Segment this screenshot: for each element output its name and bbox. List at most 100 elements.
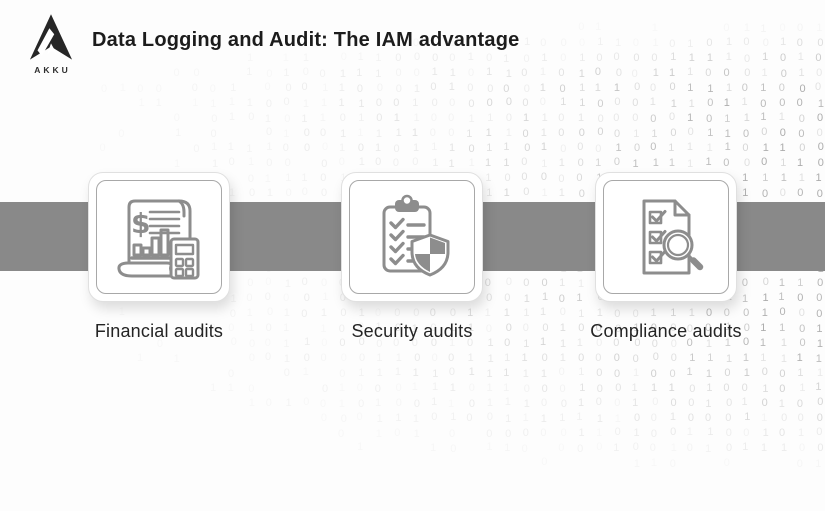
binary-digit: 1 xyxy=(484,306,491,319)
binary-digit: 0 xyxy=(339,368,345,380)
binary-digit: 1 xyxy=(633,427,640,440)
binary-digit: 0 xyxy=(723,307,730,320)
binary-digit: 0 xyxy=(541,382,548,395)
binary-digit: 1 xyxy=(486,66,493,79)
binary-digit: 1 xyxy=(671,442,677,454)
binary-digit: 0 xyxy=(449,97,456,109)
binary-digit: 0 xyxy=(393,96,400,109)
security-audit-icon xyxy=(382,194,450,277)
binary-digit: 1 xyxy=(212,157,219,170)
binary-digit: 0 xyxy=(522,321,529,334)
binary-digit: 1 xyxy=(650,307,657,319)
binary-digit: 1 xyxy=(578,426,585,439)
binary-digit: 0 xyxy=(341,353,347,364)
binary-digit: 1 xyxy=(596,428,602,439)
binary-digit: 1 xyxy=(541,112,548,125)
binary-digit: 1 xyxy=(376,429,382,440)
binary-digit: 0 xyxy=(466,411,473,424)
binary-digit: 1 xyxy=(448,399,454,410)
binary-digit: 1 xyxy=(725,51,732,64)
card-label-financial-audits: Financial audits xyxy=(94,321,224,341)
binary-digit: 1 xyxy=(724,127,731,140)
binary-digit: 1 xyxy=(816,322,823,335)
card-inner-border xyxy=(349,180,475,294)
binary-digit: 0 xyxy=(689,382,696,395)
binary-digit: 1 xyxy=(540,127,547,140)
binary-digit: 0 xyxy=(249,186,256,199)
binary-digit: 0 xyxy=(504,171,511,184)
binary-digit: 0 xyxy=(523,277,530,290)
binary-digit: 1 xyxy=(705,367,713,380)
binary-digit: 0 xyxy=(321,158,328,170)
binary-digit: 0 xyxy=(266,126,273,139)
binary-digit: 1 xyxy=(649,96,656,109)
binary-digit: 1 xyxy=(615,413,621,425)
binary-digit: 0 xyxy=(779,127,786,140)
binary-digit: 1 xyxy=(413,141,420,154)
binary-digit: 1 xyxy=(668,142,675,155)
binary-digit: 1 xyxy=(761,66,768,79)
binary-digit: 1 xyxy=(468,112,475,125)
card-label-security-audits: Security audits xyxy=(351,321,473,341)
binary-digit: 0 xyxy=(266,398,272,409)
binary-digit: 1 xyxy=(357,51,364,64)
binary-digit: 0 xyxy=(596,367,603,379)
binary-digit: 0 xyxy=(799,336,806,349)
binary-digit: 0 xyxy=(797,291,804,304)
binary-digit: 1 xyxy=(686,366,693,379)
binary-digit: 1 xyxy=(780,157,787,170)
binary-digit: 1 xyxy=(375,142,382,155)
binary-digit: 1 xyxy=(230,82,237,94)
binary-digit: 0 xyxy=(468,97,475,110)
binary-digit: 1 xyxy=(670,51,677,64)
binary-digit: 0 xyxy=(744,52,751,65)
financial-audit-icon: $ xyxy=(117,199,200,280)
binary-digit: 0 xyxy=(319,67,326,80)
binary-digit: 1 xyxy=(503,307,510,320)
binary-digit: 0 xyxy=(816,426,823,439)
binary-digit: 1 xyxy=(579,51,586,64)
binary-digit: 0 xyxy=(285,81,292,94)
binary-digit: 1 xyxy=(705,398,712,410)
binary-digit: 0 xyxy=(191,82,198,95)
binary-digit: 0 xyxy=(578,187,585,200)
binary-digit: 0 xyxy=(741,382,748,394)
binary-digit: 0 xyxy=(505,111,513,124)
binary-digit: 0 xyxy=(633,38,639,49)
binary-digit: 1 xyxy=(210,383,216,394)
binary-digit: 1 xyxy=(338,96,345,109)
binary-digit: 1 xyxy=(375,67,382,80)
binary-digit: 1 xyxy=(449,141,456,154)
binary-digit: 0 xyxy=(505,427,512,440)
binary-digit: 1 xyxy=(817,366,824,379)
binary-digit: 1 xyxy=(301,171,308,184)
binary-digit: 0 xyxy=(652,351,659,364)
binary-digit: 0 xyxy=(449,306,457,319)
binary-digit: 0 xyxy=(228,369,234,380)
binary-digit: 1 xyxy=(227,141,234,154)
binary-digit: 0 xyxy=(247,277,253,289)
binary-digit: 0 xyxy=(743,306,750,319)
binary-digit: 1 xyxy=(393,112,400,125)
binary-digit: 0 xyxy=(634,141,641,154)
binary-digit: 0 xyxy=(652,396,659,409)
binary-digit: 0 xyxy=(558,172,565,185)
binary-digit: 0 xyxy=(468,397,476,410)
binary-digit: 1 xyxy=(319,112,326,125)
binary-digit: 0 xyxy=(468,67,475,79)
binary-digit: 0 xyxy=(723,22,729,34)
binary-digit: 1 xyxy=(726,352,733,365)
binary-digit: 1 xyxy=(358,97,365,110)
binary-digit: 1 xyxy=(576,292,583,304)
binary-digit: 0 xyxy=(798,307,805,320)
binary-digit: 1 xyxy=(815,381,822,394)
binary-digit: 1 xyxy=(174,354,180,365)
binary-digit: 0 xyxy=(484,277,491,290)
binary-digit: 1 xyxy=(210,99,216,110)
binary-digit: 1 xyxy=(503,366,510,379)
binary-digit: 0 xyxy=(282,141,289,154)
binary-digit: 1 xyxy=(412,412,420,425)
binary-digit: 1 xyxy=(815,458,821,470)
binary-digit: 0 xyxy=(321,187,328,199)
binary-digit: 0 xyxy=(631,67,638,80)
